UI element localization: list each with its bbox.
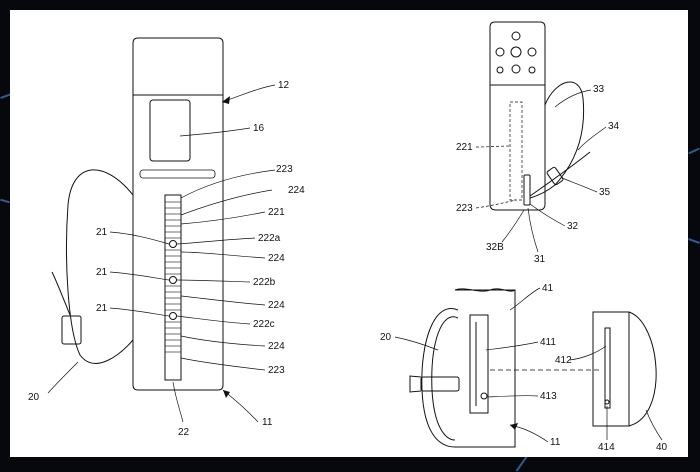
label-32B: 32B — [486, 242, 504, 253]
label-413: 413 — [540, 391, 557, 402]
label-21-2: 21 — [96, 267, 108, 278]
fig3-cover-slot — [604, 327, 611, 409]
label-20-fig3: 20 — [380, 332, 392, 343]
label-221: 221 — [268, 207, 285, 218]
stop-point-b — [169, 276, 177, 284]
fig3-column-break — [454, 288, 516, 292]
label-40: 40 — [656, 442, 668, 453]
fig1-arrowheads — [222, 96, 230, 398]
figure-3-labels: 41 20 411 412 413 11 414 40 — [380, 283, 668, 453]
strap-cord — [66, 169, 134, 364]
figure-2-device — [489, 21, 591, 211]
label-16: 16 — [253, 123, 265, 134]
inner-panel — [139, 169, 216, 179]
stop-point-c — [169, 312, 177, 320]
strap-clasp — [61, 315, 82, 345]
label-222c: 222c — [253, 319, 275, 330]
fig3-arrowheads — [510, 423, 518, 430]
figure-2-leaders — [475, 89, 607, 253]
label-34: 34 — [608, 121, 620, 132]
label-20: 20 — [28, 392, 40, 403]
background-streak — [0, 198, 11, 204]
label-12: 12 — [278, 80, 290, 91]
fig2-button-small-right — [528, 66, 536, 74]
fig3-strap-buckle — [420, 376, 460, 392]
strap-cord-tail — [51, 271, 71, 316]
fig2-body — [489, 21, 546, 211]
label-41: 41 — [542, 283, 554, 294]
fig3-body-column — [455, 289, 516, 448]
figure-1-device — [51, 37, 224, 391]
label-412: 412 — [555, 355, 572, 366]
label-31: 31 — [534, 254, 546, 265]
fig3-cover-pin — [604, 399, 610, 405]
label-224-1: 224 — [288, 185, 305, 196]
figure-3-leaders — [394, 287, 663, 443]
background-streak — [688, 147, 700, 155]
label-224-4: 224 — [268, 341, 285, 352]
label-221-fig2: 221 — [456, 142, 473, 153]
fig2-slot — [523, 174, 531, 206]
label-223-fig2: 223 — [456, 203, 473, 214]
fig2-button-center — [510, 46, 522, 58]
label-32: 32 — [567, 221, 579, 232]
fig3-strap-end — [409, 375, 422, 393]
fig2-button-top — [511, 31, 521, 41]
fig2-button-small-left — [496, 66, 504, 74]
label-33: 33 — [593, 84, 605, 95]
fig2-button-right — [527, 47, 537, 57]
fig2-button-bottom — [511, 64, 521, 74]
label-223-bottom: 223 — [268, 365, 285, 376]
label-21-3: 21 — [96, 303, 108, 314]
label-414: 414 — [598, 442, 615, 453]
drawing-sheet: 12 16 223 224 221 222a 21 224 21 222b 22… — [10, 10, 688, 457]
fig3-pin — [480, 392, 488, 400]
fig2-clasp — [546, 166, 564, 186]
fig2-hidden-rail — [509, 101, 523, 201]
label-11: 11 — [262, 417, 273, 428]
fig3-rail-slot — [469, 314, 489, 414]
fig3-cover-dome — [628, 311, 657, 427]
fig2-strap-loop — [529, 81, 585, 199]
label-224-2: 224 — [268, 253, 285, 264]
label-35: 35 — [599, 187, 611, 198]
figure-1-leaders — [47, 84, 276, 423]
figure-1-labels: 12 16 223 224 221 222a 21 224 21 222b 22… — [28, 80, 305, 438]
label-222b: 222b — [253, 277, 276, 288]
label-224-3: 224 — [268, 300, 285, 311]
fig3-wrist-strap — [421, 307, 459, 448]
background-streak — [688, 238, 700, 244]
fig3-wrist-strap-inner — [431, 316, 459, 441]
label-222a: 222a — [258, 233, 281, 244]
display-window — [149, 99, 191, 162]
label-411: 411 — [540, 337, 556, 348]
label-223-top: 223 — [276, 164, 293, 175]
figure-3-assembly — [409, 288, 657, 448]
device-body — [132, 37, 224, 391]
label-11-fig3: 11 — [550, 437, 561, 448]
fig3-cover-plate — [592, 311, 630, 427]
label-21-1: 21 — [96, 227, 108, 238]
fig2-button-left — [495, 47, 505, 57]
label-22: 22 — [178, 427, 190, 438]
rail-serrations — [165, 201, 181, 353]
strap-rail — [164, 194, 182, 381]
figure-2-labels: 33 34 221 35 223 32 32B 31 — [456, 84, 620, 265]
stop-point-a — [169, 240, 177, 248]
